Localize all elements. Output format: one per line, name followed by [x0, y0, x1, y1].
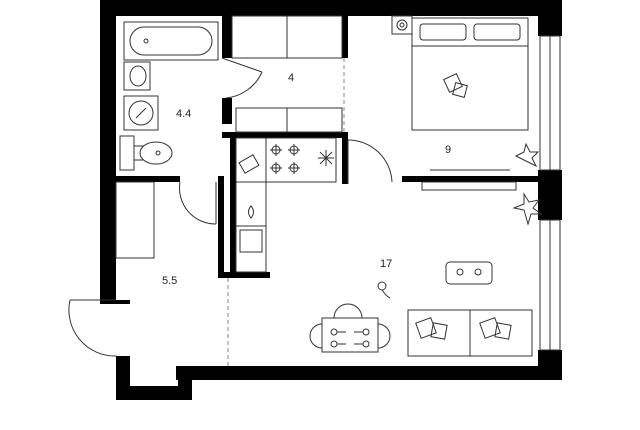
- fridge-icon: [318, 150, 334, 166]
- wall-bath-storage: [222, 16, 232, 58]
- wall-bedroom-bottom-a: [402, 176, 538, 182]
- nightstand-lamp-icon: [391, 15, 413, 35]
- kitchen-counter: [235, 137, 337, 273]
- wall-bottom: [176, 366, 562, 380]
- wall-kitchen-top: [222, 132, 348, 138]
- area-label-bathroom: 4.4: [176, 108, 191, 120]
- wall-kitchen-inner: [230, 138, 236, 272]
- plant-living-icon: [512, 192, 543, 226]
- dining-table: [309, 303, 391, 353]
- window-right: [539, 35, 561, 351]
- sofa: [407, 309, 533, 357]
- coffee-table: [445, 261, 493, 285]
- wall-bath-hall: [116, 176, 180, 182]
- area-label-hallway: 5.5: [162, 275, 177, 287]
- wall-right-upper: [538, 0, 562, 36]
- area-label-living-kitchen: 17: [380, 258, 392, 270]
- sink-bathroom: [123, 61, 151, 91]
- storage-shelves: [231, 15, 343, 133]
- bed: [411, 17, 529, 131]
- door-bathroom: [221, 57, 263, 99]
- wall-kitchen-bottom: [218, 272, 270, 278]
- interior-walls: [116, 16, 538, 278]
- microwave: [238, 154, 260, 174]
- oven: [239, 229, 263, 253]
- wall-left: [100, 0, 116, 300]
- washing-machine: [123, 95, 159, 131]
- door-hall-bath: [179, 181, 217, 225]
- wall-bottom-notch: [116, 386, 192, 400]
- toilet: [119, 135, 173, 171]
- kitchen-sink: [248, 205, 254, 219]
- hall-closet: [115, 181, 155, 259]
- wall-storage-bedroom: [342, 16, 348, 58]
- plant-bedroom-icon: [514, 142, 540, 168]
- cooktop: [270, 144, 300, 174]
- wall-kitchen-right: [342, 132, 348, 184]
- wall-bottom-notch-right: [178, 366, 192, 400]
- door-bedroom: [347, 139, 393, 184]
- outer-walls: [100, 0, 562, 400]
- floor-lamp-icon: [377, 281, 391, 299]
- area-label-storage: 4: [288, 72, 294, 84]
- tv-stand: [421, 169, 517, 191]
- wall-entrance-jamb: [116, 356, 130, 366]
- wall-bath-storage-lower: [222, 98, 232, 124]
- wall-right-mid: [538, 170, 562, 220]
- wall-top: [100, 0, 562, 16]
- wall-left-lower: [100, 300, 130, 304]
- bathtub: [123, 21, 219, 61]
- door-entrance: [68, 299, 117, 357]
- area-label-bedroom: 9: [445, 144, 451, 156]
- wall-kitchen-left: [218, 176, 224, 276]
